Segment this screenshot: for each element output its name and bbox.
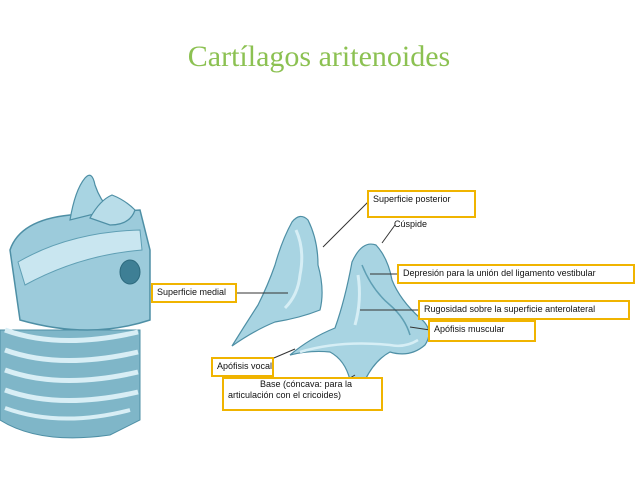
arytenoid-medial-view (231, 215, 323, 347)
label-depresion: Depresión para la unión del ligamento ve… (397, 264, 635, 284)
label-base-line1: Base (cóncava: para la (260, 379, 353, 389)
page-title: Cartílagos aritenoides (187, 40, 451, 73)
larynx-illustration (0, 174, 151, 439)
label-cuspide: Cúspide (394, 219, 428, 229)
label-rugosidad: Rugosidad sobre la superficie anterolate… (418, 300, 630, 320)
label-base: Base (cóncava: para la articulación con … (222, 377, 383, 411)
arytenoid-posterior-view (289, 243, 430, 389)
label-apofisis-muscular: Apófisis muscular (428, 320, 536, 342)
label-apofisis-vocal: Apófisis vocal (211, 357, 274, 377)
label-base-line2: articulación con el cricoides) (228, 390, 342, 400)
label-superficie-medial: Superficie medial (151, 283, 237, 303)
label-superficie-posterior: Superficie posterior (367, 190, 476, 218)
